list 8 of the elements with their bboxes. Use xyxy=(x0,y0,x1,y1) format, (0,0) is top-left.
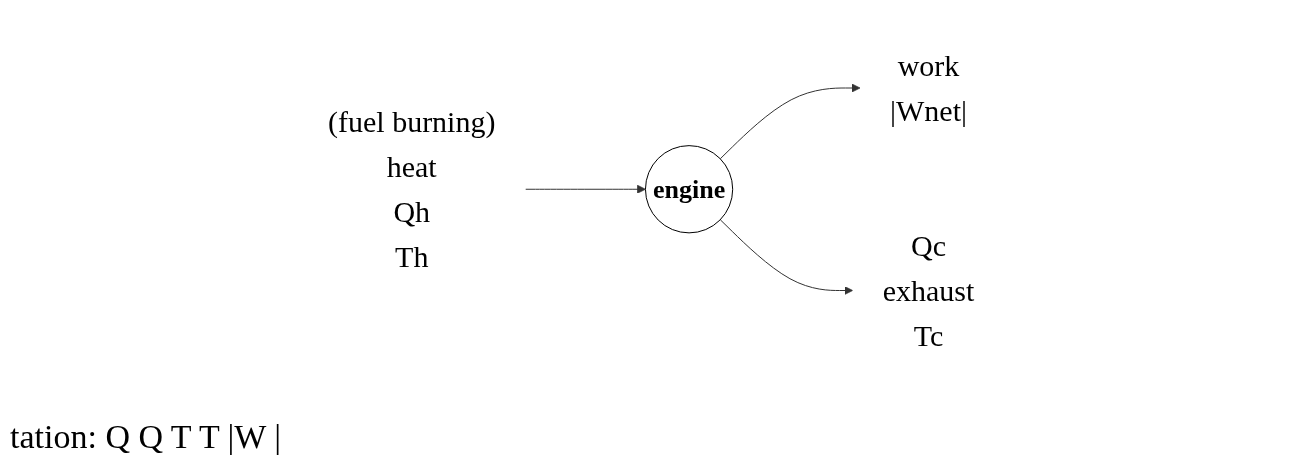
node-circle: engine xyxy=(645,144,734,233)
arrow xyxy=(720,218,854,295)
arrow xyxy=(525,184,647,194)
node-text: (fuel burning) heat Qh Th xyxy=(328,104,496,273)
node-text: work |Wnet| xyxy=(890,48,968,127)
node-text: Qc exhaust Tc xyxy=(883,228,975,352)
arrow xyxy=(720,83,861,159)
notation-text: tation: Q Q T T |W | xyxy=(10,418,282,456)
